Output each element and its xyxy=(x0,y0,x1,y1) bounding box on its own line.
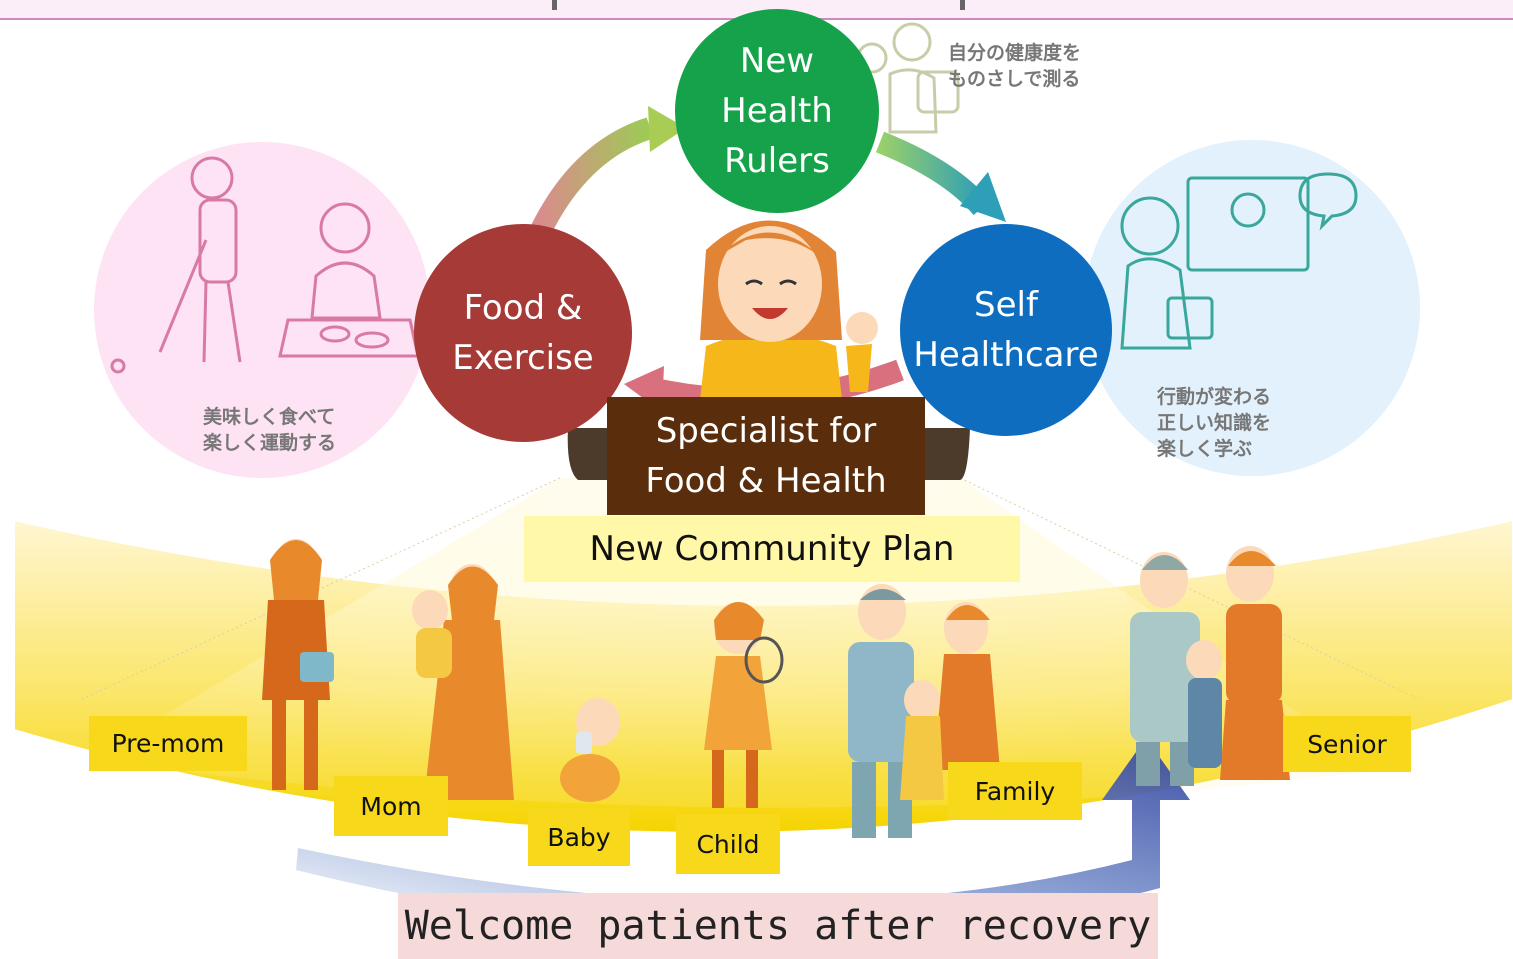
circle-line: Self xyxy=(974,285,1038,325)
food-exercise-note: 美味しく食べて 楽しく運動する xyxy=(203,406,337,454)
circle-line: Exercise xyxy=(452,338,594,378)
mom-figure xyxy=(412,564,514,800)
specialist-woman-illustration xyxy=(700,220,878,400)
community-people-illustrations xyxy=(262,539,1290,838)
arrow-head-health-rulers xyxy=(648,106,686,152)
tag-mom: Mom xyxy=(334,776,448,836)
specialist-label: Specialist for Food & Health xyxy=(607,397,925,515)
header-cap-left xyxy=(552,0,557,10)
family-figures xyxy=(848,584,1000,838)
specialist-line: Food & Health xyxy=(645,461,887,501)
header-cap-right xyxy=(960,0,965,10)
specialist-line: Specialist for xyxy=(655,411,877,451)
arrow-head-self-healthcare xyxy=(960,172,1006,222)
health-measure-note: 自分の健康度を ものさしで測る xyxy=(948,42,1082,90)
tag-family: Family xyxy=(948,762,1082,820)
circle-line: Rulers xyxy=(724,141,830,181)
circle-line: New xyxy=(739,41,815,81)
circle-line: Health xyxy=(721,91,833,131)
food-exercise-circle: Food & Exercise xyxy=(414,224,632,442)
spotlight-edge-right xyxy=(959,477,1421,701)
spotlight-edge-left xyxy=(79,477,561,701)
tag-pre-mom: Pre-mom xyxy=(89,716,247,771)
welcome-banner: Welcome patients after recovery xyxy=(398,893,1158,959)
community-plan-label: New Community Plan xyxy=(524,516,1020,582)
video-consult-illustration xyxy=(1120,172,1358,350)
blue-bubble xyxy=(1084,140,1420,476)
self-learning-note: 行動が変わる 正しい知識を 楽しく学ぶ xyxy=(1157,386,1272,460)
child-figure xyxy=(704,602,784,808)
baby-figure xyxy=(560,698,620,802)
health-ruler-illustration xyxy=(856,22,960,134)
new-health-rulers-circle: New Health Rulers xyxy=(675,9,879,213)
pink-bubble xyxy=(94,142,430,478)
recovery-arrow xyxy=(296,738,1190,935)
self-healthcare-circle: Self Healthcare xyxy=(900,224,1112,436)
pre-mom-figure xyxy=(262,539,334,790)
circle-line: Food & xyxy=(463,288,583,328)
golfer-illustration xyxy=(110,156,242,374)
arrow-to-health-rulers xyxy=(530,117,654,237)
senior-figures xyxy=(1130,546,1290,786)
tag-baby: Baby xyxy=(528,808,630,866)
circle-line: Healthcare xyxy=(913,335,1099,375)
tag-child: Child xyxy=(676,814,780,874)
tag-senior: Senior xyxy=(1283,716,1411,772)
